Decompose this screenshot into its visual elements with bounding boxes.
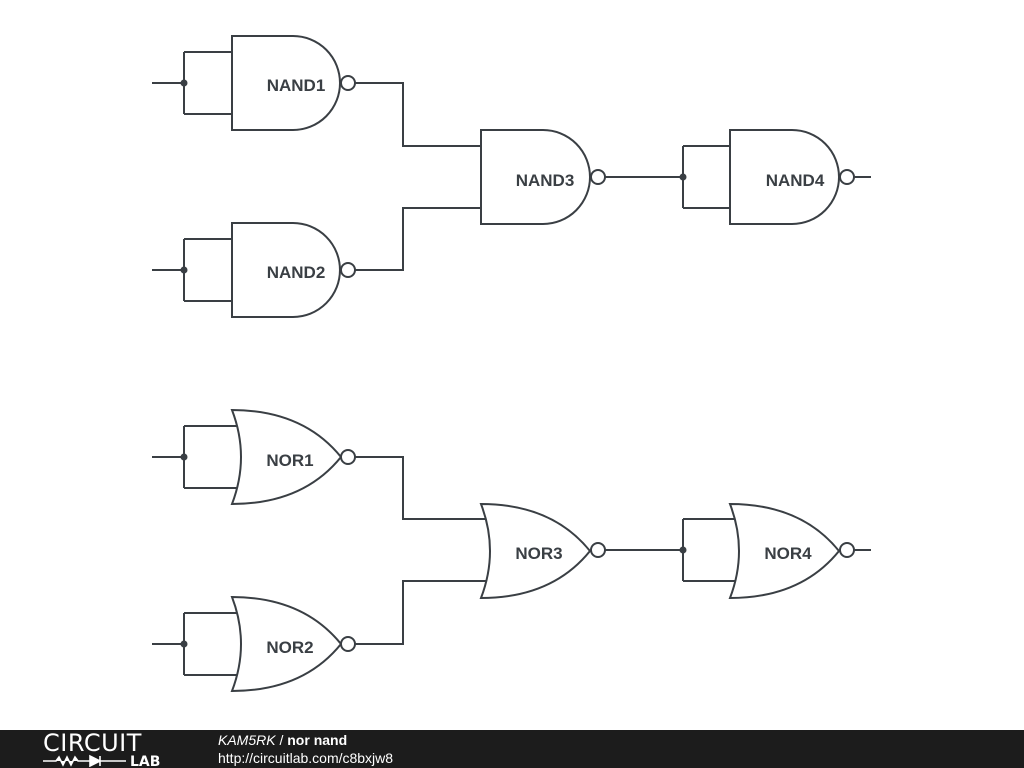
nand2-body	[231, 222, 341, 318]
nor3-gate[interactable]: NOR3	[479, 502, 606, 600]
circuit-title: nor nand	[287, 732, 348, 748]
nor2-junction-dot	[180, 640, 188, 648]
nand3-body	[480, 129, 591, 225]
nand1-gate[interactable]: NAND1	[152, 35, 356, 131]
nand1-to-nand3-wire	[355, 82, 481, 147]
circuitlab-logo[interactable]: CIRCUIT LAB	[42, 731, 182, 767]
nor2-gate[interactable]: NOR2	[152, 595, 356, 693]
nand2-output-bubble	[340, 262, 356, 278]
nand3-gate[interactable]: NAND3	[480, 129, 606, 225]
nor2-input-wire	[152, 612, 244, 676]
circuit-meta: KAM5RK / nor nand http://circuitlab.com/…	[218, 731, 393, 767]
author-name[interactable]: KAM5RK	[218, 732, 276, 748]
nand1-input-wire	[152, 51, 232, 115]
nor4-junction-dot	[679, 546, 687, 554]
nand2-label: NAND2	[267, 263, 326, 282]
nor3-output-bubble	[590, 542, 606, 558]
nand2-junction-dot	[180, 266, 188, 274]
nor3-to-nor4-wire	[605, 518, 741, 582]
nand3-output-bubble	[590, 169, 606, 185]
nand3-to-nand4-wire	[605, 145, 730, 209]
resistor-diode-icon	[43, 754, 126, 767]
nor2-to-nor3-wire	[355, 580, 492, 645]
nand1-label: NAND1	[267, 76, 326, 95]
nor1-gate[interactable]: NOR1	[152, 408, 356, 506]
nor2-body	[230, 595, 343, 693]
circuit-byline: KAM5RK / nor nand	[218, 731, 393, 749]
byline-separator: /	[275, 732, 288, 748]
nand4-output-bubble	[839, 169, 855, 185]
nor1-label: NOR1	[266, 451, 313, 470]
nand4-label: NAND4	[766, 171, 825, 190]
nor1-body	[230, 408, 343, 506]
nor3-label: NOR3	[515, 544, 562, 563]
nor1-output-bubble	[340, 449, 356, 465]
nor4-body	[728, 502, 841, 600]
nand4-body	[729, 129, 840, 225]
nor2-output-bubble	[340, 636, 356, 652]
circuit-url[interactable]: http://circuitlab.com/c8bxjw8	[218, 750, 394, 766]
nand2-to-nand3-wire	[355, 207, 481, 271]
logo-lab-text: LAB	[130, 754, 160, 767]
nor1-to-nor3-wire	[355, 456, 492, 520]
nor4-label: NOR4	[764, 544, 812, 563]
nor1-input-wire	[152, 425, 244, 489]
nand1-output-bubble	[340, 75, 356, 91]
nor4-output-bubble	[839, 542, 855, 558]
nor1-junction-dot	[180, 453, 188, 461]
nand3-label: NAND3	[516, 171, 575, 190]
nand2-gate[interactable]: NAND2	[152, 222, 356, 318]
nand4-gate[interactable]: NAND4	[729, 129, 871, 225]
nor2-label: NOR2	[266, 638, 313, 657]
nor4-gate[interactable]: NOR4	[728, 502, 871, 600]
nand1-body	[231, 35, 341, 131]
logo-circuit-text: CIRCUIT	[43, 731, 142, 757]
nand4-junction-dot	[679, 173, 687, 181]
nand1-junction-dot	[180, 79, 188, 87]
footer-bar: CIRCUIT LAB KAM5RK / nor nand http://cir…	[0, 730, 1024, 768]
circuit-schematic: NAND1 NAND2 NAND3 NAND4 NOR1	[152, 35, 871, 693]
nor3-body	[479, 502, 592, 600]
nand2-input-wire	[152, 238, 232, 302]
